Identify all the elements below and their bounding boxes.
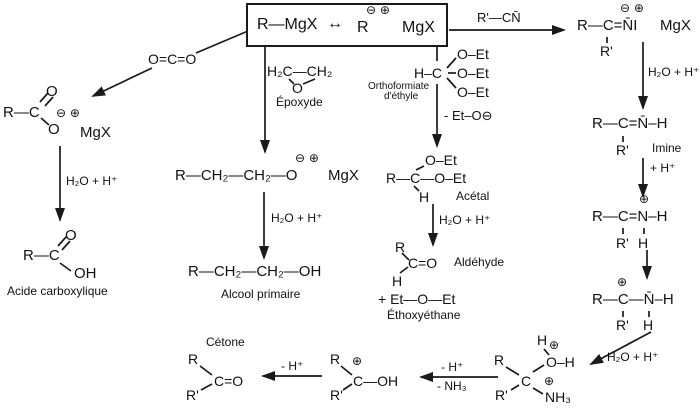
orthoformate-oet-top: O–Et [457, 46, 489, 62]
orthoformate-label-line1: Orthoformiate [368, 81, 430, 92]
tetrahedral-nh3: NH₃ [545, 389, 571, 405]
imine-rprime: R' [616, 142, 629, 158]
acid-o: O [65, 227, 77, 244]
grignard-ionic-charges: ⊖ ⊕ [366, 3, 390, 17]
minus-ammonia-label: - NH₃ [437, 379, 467, 393]
nitrile-reagent-label: R'—CN̄ [477, 10, 521, 25]
hydrolysis-label-acetal: H₂O + H⁺ [439, 213, 491, 227]
epoxide-oxygen: O [292, 80, 303, 96]
ethoxyethane-name-label: Éthoxyéthane [387, 308, 461, 322]
carboxylate-charges: ⊖ ⊕ [56, 106, 80, 120]
tetrahedral-rprime: R' [495, 387, 508, 403]
orthoformate-label-line2: d'éthyle [384, 91, 419, 102]
alkoxide-mgx: MgX [328, 167, 359, 184]
aldehyde-name-label: Aldéhyde [454, 255, 505, 269]
grignard-covalent-formula: R—MgX [257, 16, 318, 33]
minus-proton-label-2: - H⁺ [281, 359, 304, 373]
acetal-h: H [419, 189, 430, 205]
tetrahedral-r: R [494, 352, 505, 368]
resonance-arrow: ↔ [327, 15, 343, 32]
carboxylate-mgx: MgX [80, 124, 111, 141]
acetal-name-label: Acétal [456, 189, 490, 203]
grignard-ionic-mgx: MgX [402, 19, 435, 36]
acetal-oet-top: O–Et [425, 152, 457, 168]
protonated-ketone-rprime: R' [330, 387, 343, 403]
carboxylate-rc: R—C [3, 104, 40, 121]
orthoformate-hc: H–C [414, 65, 443, 81]
alkoxide-charges: ⊖ ⊕ [295, 151, 319, 165]
ketone-r: R [188, 351, 199, 367]
acid-rc: R—C [23, 247, 60, 264]
aldehyde-r: R [395, 239, 406, 255]
acetal-chain: R—C—O–Et [386, 170, 467, 186]
hydrolysis-label-carboxylate: H₂O + H⁺ [66, 174, 118, 188]
nitrile-adduct-mgx: MgX [660, 17, 691, 34]
iminium-h: H [638, 235, 649, 251]
protonated-ketone-plus: ⊕ [352, 354, 363, 368]
co2-formula: O=C=O [148, 51, 197, 67]
aminium-main: R—C—N̄–H [592, 291, 674, 308]
protonated-ketone-r: R [330, 351, 341, 367]
acid-name-label: Acide carboxylique [7, 284, 108, 298]
protonated-ketone-coh: C—OH [353, 373, 399, 389]
aldehyde-co: C=O [408, 255, 438, 271]
ethoxyethane-formula: + Et—O—Et [378, 291, 456, 307]
orthoformate-oet-mid: O–Et [457, 65, 489, 81]
alcohol-chain: R—CH₂—CH₂—OH [188, 263, 322, 280]
imine-main: R—C=N̄–H [592, 115, 668, 132]
hydrolysis-label-alkoxide: H₂O + H⁺ [271, 211, 323, 225]
arrow-co2-addition [91, 67, 153, 97]
carboxylate-o-top: O [46, 83, 58, 100]
tetrahedral-h-top: H [537, 332, 548, 348]
nitrile-adduct-charges: ⊖ ⊕ [620, 1, 644, 15]
arrow-aminium-hydration [589, 331, 652, 365]
ketone-rprime: R' [186, 387, 199, 403]
bond-box-to-co2 [195, 30, 249, 54]
aminium-plus: ⊕ [617, 275, 628, 289]
tetrahedral-plus-n: ⊕ [544, 374, 555, 388]
tetrahedral-oh: O–H [546, 354, 575, 370]
hydrolysis-label-aminium: H₂O + H⁺ [607, 350, 659, 364]
ketone-co: C=O [214, 373, 244, 389]
carboxylate-o-bottom: O [48, 121, 60, 138]
acid-oh: OH [74, 265, 97, 282]
epoxide-top-formula: H₂C—CH₂ [267, 63, 333, 79]
hydrolysis-label-adduct: H₂O + H⁺ [648, 65, 700, 79]
plus-proton-label: + H⁺ [650, 161, 676, 175]
tetrahedral-c: C [521, 373, 532, 389]
aminium-h: H [643, 317, 654, 333]
nitrile-adduct-rprime: R' [600, 43, 613, 59]
minus-ethoxide-label: - Et–O⊖ [444, 108, 493, 123]
alcohol-name-label: Alcool primaire [221, 287, 301, 301]
iminium-main: R—C=N–H [592, 208, 668, 225]
iminium-rprime: R' [616, 235, 629, 251]
orthoformate-oet-bottom: O–Et [457, 84, 489, 100]
alkoxide-chain: R—CH₂—CH₂—O [175, 167, 298, 184]
grignard-resonance-box [246, 3, 448, 47]
nitrile-adduct-main: R—C=N̄I [577, 17, 638, 34]
aldehyde-h: H [392, 273, 403, 289]
imine-name-label: Imine [652, 141, 682, 155]
ketone-name-label: Cétone [206, 335, 245, 349]
tetrahedral-plus-o: ⊕ [549, 338, 560, 352]
epoxide-name-label: Époxyde [276, 95, 323, 109]
minus-proton-label-1: - H⁺ [441, 360, 464, 374]
aminium-rprime: R' [616, 317, 629, 333]
grignard-ionic-r: R [357, 19, 369, 36]
iminium-plus: ⊕ [639, 192, 650, 206]
